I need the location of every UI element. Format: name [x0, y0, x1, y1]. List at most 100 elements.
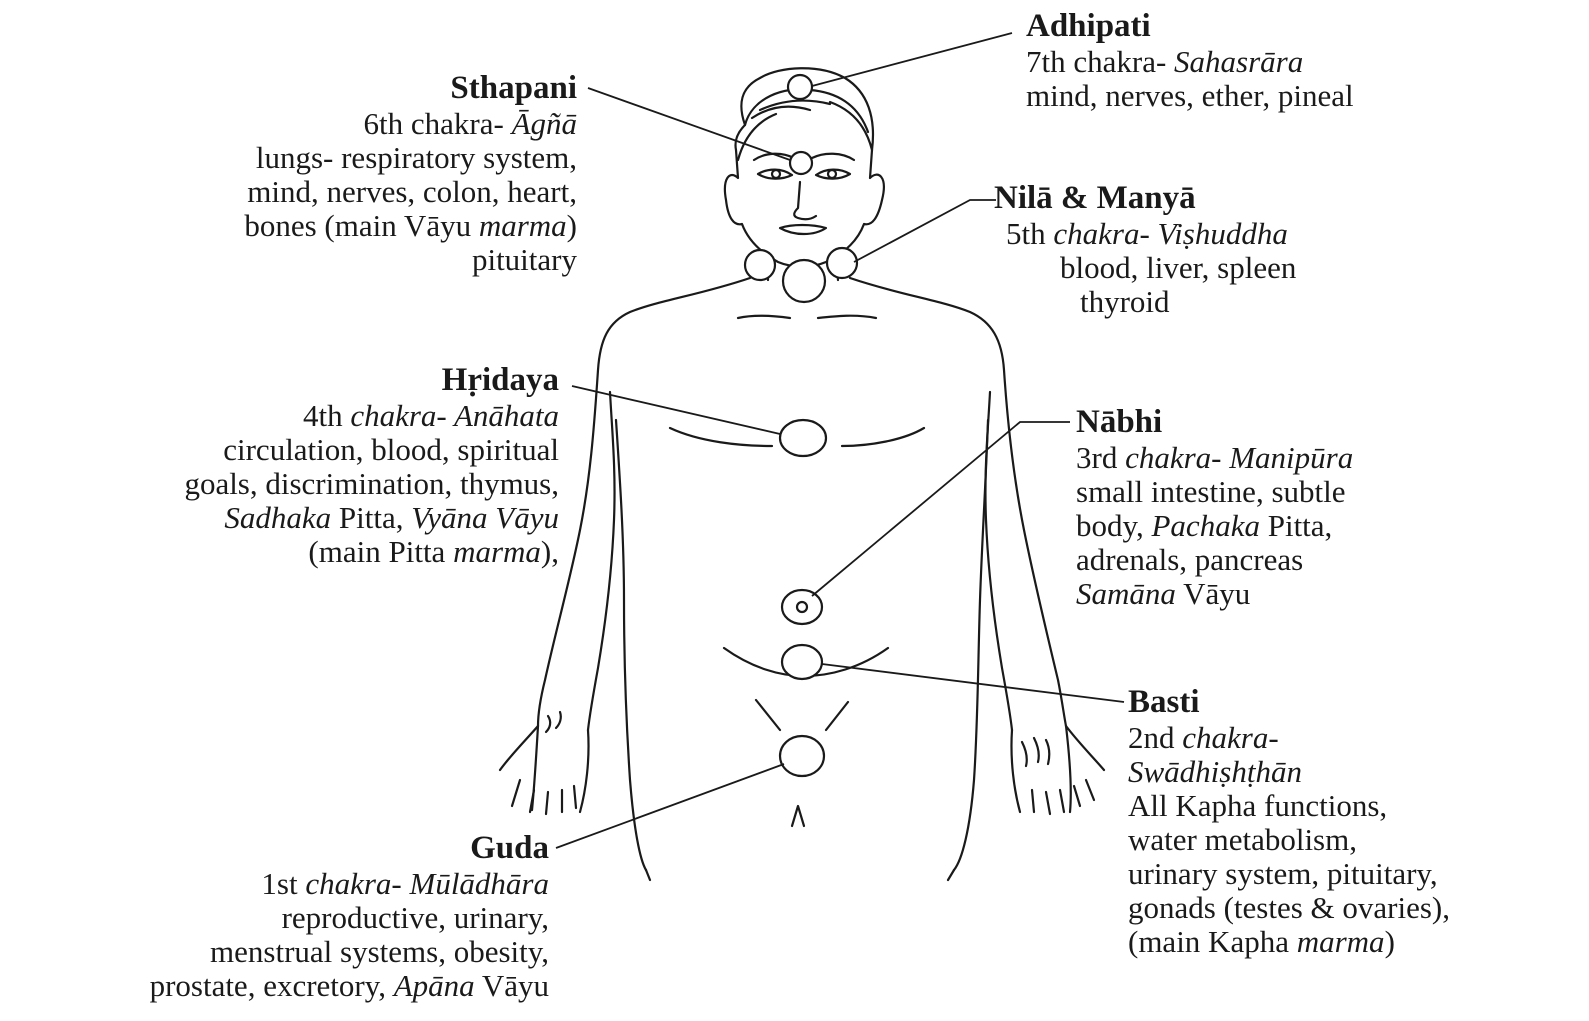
- guda-line: 1st chakra- Mūlādhāra: [150, 867, 549, 901]
- basti-label: Basti2nd chakra-SwādhiṣhṭhānAll Kapha fu…: [1128, 684, 1450, 959]
- guda-text: chakra- Mūlādhāra: [305, 866, 549, 901]
- nabhi-leader: [812, 422, 1070, 596]
- basti-text: (main Kapha: [1128, 924, 1297, 959]
- guda-text: 1st: [261, 866, 305, 901]
- nila-right-point: [827, 248, 857, 278]
- sthapani-text: 6th chakra-: [364, 106, 512, 141]
- hridaya-text: chakra- Anāhata: [350, 398, 559, 433]
- adhipati-text: Sahasrāra: [1174, 44, 1303, 79]
- guda-line: menstrual systems, obesity,: [150, 935, 549, 969]
- nila-manya-title: Nilā & Manyā: [994, 180, 1296, 217]
- hridaya-line: 4th chakra- Anāhata: [184, 399, 559, 433]
- basti-text: gonads (testes & ovaries),: [1128, 890, 1450, 925]
- hridaya-text: ),: [541, 534, 559, 569]
- hridaya-text: goals, discrimination, thymus,: [184, 466, 559, 501]
- hridaya-text: (main Pitta: [308, 534, 453, 569]
- nila-manya-line: thyroid: [994, 285, 1296, 319]
- basti-point: [782, 645, 822, 679]
- adhipati-line: 7th chakra- Sahasrāra: [1026, 45, 1354, 79]
- basti-line: gonads (testes & ovaries),: [1128, 891, 1450, 925]
- nabhi-text: chakra- Manipūra: [1125, 440, 1353, 475]
- hridaya-text: Pitta,: [331, 500, 411, 535]
- hridaya-line: goals, discrimination, thymus,: [184, 467, 559, 501]
- nabhi-text: body,: [1076, 508, 1152, 543]
- adhipati-line: mind, nerves, ether, pineal: [1026, 79, 1354, 113]
- basti-title: Basti: [1128, 684, 1450, 721]
- guda-title: Guda: [150, 830, 549, 867]
- guda-point: [780, 736, 824, 776]
- basti-line: (main Kapha marma): [1128, 925, 1450, 959]
- nila-manya-text: 5th: [1006, 216, 1053, 251]
- hridaya-title: Hṛidaya: [184, 362, 559, 399]
- sthapani-text: mind, nerves, colon, heart,: [247, 174, 577, 209]
- basti-line: 2nd chakra-: [1128, 721, 1450, 755]
- hridaya-text: 4th: [303, 398, 350, 433]
- nabhi-text: Pachaka: [1152, 508, 1260, 543]
- guda-leader: [556, 764, 784, 848]
- basti-leader: [822, 664, 1124, 702]
- nabhi-title: Nābhi: [1076, 404, 1353, 441]
- hridaya-point: [780, 420, 826, 456]
- nila-manya-text: chakra- Viṣhuddha: [1053, 216, 1287, 251]
- adhipati-point: [788, 75, 812, 99]
- adhipati-title: Adhipati: [1026, 8, 1354, 45]
- guda-line: prostate, excretory, Apāna Vāyu: [150, 969, 549, 1003]
- sthapani-point: [790, 152, 812, 174]
- basti-text: water metabolism,: [1128, 822, 1357, 857]
- hridaya-leader: [572, 386, 780, 434]
- torso-right: [954, 420, 988, 870]
- basti-text: chakra-: [1182, 720, 1278, 755]
- sthapani-text: pituitary: [472, 242, 577, 277]
- basti-text: Swādhiṣhṭhān: [1128, 754, 1302, 789]
- hridaya-line: circulation, blood, spiritual: [184, 433, 559, 467]
- hridaya-text: marma: [453, 534, 541, 569]
- adhipati-leader: [812, 33, 1012, 86]
- basti-line: urinary system, pituitary,: [1128, 857, 1450, 891]
- hridaya-text: circulation, blood, spiritual: [223, 432, 559, 467]
- sthapani-text: marma: [479, 208, 567, 243]
- adhipati-text: mind, nerves, ether, pineal: [1026, 78, 1354, 113]
- sthapani-text: bones (main Vāyu: [244, 208, 478, 243]
- sthapani-text: Āgñā: [512, 106, 577, 141]
- left-arm-outline: [538, 278, 750, 726]
- nabhi-line: small intestine, subtle: [1076, 475, 1353, 509]
- hridaya-text: Sadhaka: [224, 500, 331, 535]
- hridaya-text: Vyāna Vāyu: [411, 500, 559, 535]
- guda-text: Vāyu: [475, 968, 549, 1003]
- nabhi-text: 3rd: [1076, 440, 1125, 475]
- guda-line: reproductive, urinary,: [150, 901, 549, 935]
- basti-line: water metabolism,: [1128, 823, 1450, 857]
- basti-text: urinary system, pituitary,: [1128, 856, 1438, 891]
- basti-line: All Kapha functions,: [1128, 789, 1450, 823]
- nila-manya-text: blood, liver, spleen: [1060, 250, 1296, 285]
- manya-center-point: [783, 260, 825, 302]
- sthapani-line: mind, nerves, colon, heart,: [244, 175, 577, 209]
- nabhi-text: Pitta,: [1260, 508, 1332, 543]
- sthapani-line: pituitary: [244, 243, 577, 277]
- adhipati-text: 7th chakra-: [1026, 44, 1174, 79]
- nabhi-text: adrenals, pancreas: [1076, 542, 1303, 577]
- nila-manya-line: 5th chakra- Viṣhuddha: [994, 217, 1296, 251]
- nabhi-text: small intestine, subtle: [1076, 474, 1346, 509]
- nabhi-line: body, Pachaka Pitta,: [1076, 509, 1353, 543]
- guda-text: prostate, excretory,: [150, 968, 394, 1003]
- sthapani-line: 6th chakra- Āgñā: [244, 107, 577, 141]
- basti-line: Swādhiṣhṭhān: [1128, 755, 1450, 789]
- sthapani-text: lungs- respiratory system,: [256, 140, 577, 175]
- basti-text: ): [1385, 924, 1395, 959]
- guda-text: reproductive, urinary,: [282, 900, 549, 935]
- basti-text: marma: [1297, 924, 1385, 959]
- hridaya-line: (main Pitta marma),: [184, 535, 559, 569]
- basti-text: All Kapha functions,: [1128, 788, 1387, 823]
- torso-left: [616, 420, 646, 870]
- nabhi-text: Samāna: [1076, 576, 1176, 611]
- nabhi-line: 3rd chakra- Manipūra: [1076, 441, 1353, 475]
- sthapani-text: ): [567, 208, 577, 243]
- sthapani-title: Sthapani: [244, 70, 577, 107]
